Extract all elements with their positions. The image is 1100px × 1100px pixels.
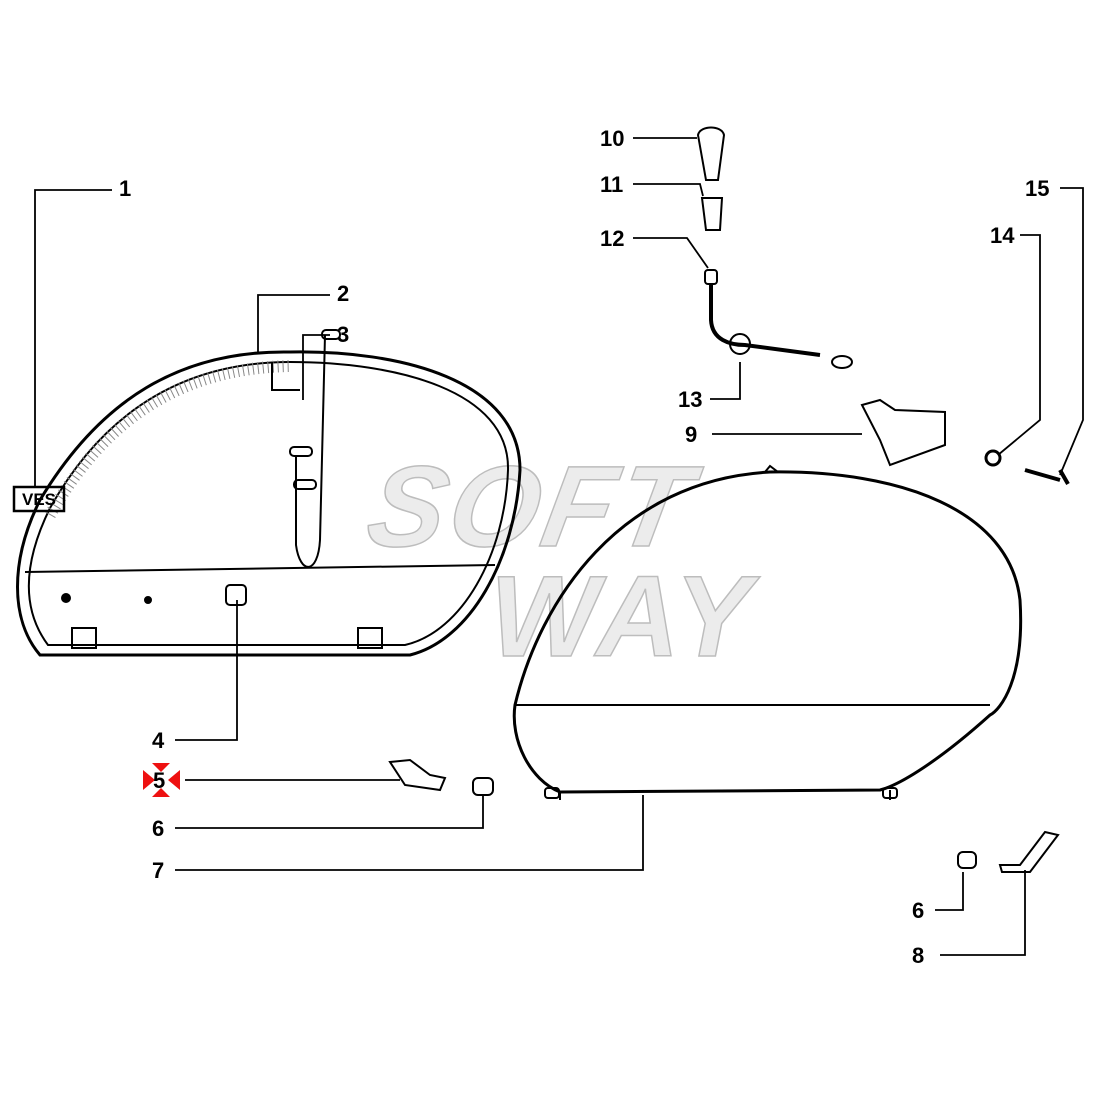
callout-10[interactable]: 10 [600,126,627,151]
callout-number: 2 [337,281,350,306]
callout-12[interactable]: 12 [600,226,627,251]
callout-6[interactable]: 6 [152,816,167,841]
emblem-text: VES [22,490,57,509]
callout-13[interactable]: 13 [678,387,705,412]
callout-8[interactable]: 8 [912,943,927,968]
callout-number: 9 [685,422,698,447]
washer-part-14 [984,449,1002,467]
callout-number: 7 [152,858,165,883]
callout-2[interactable]: 2 [337,281,352,306]
key-part-10 [696,126,726,181]
cable-part-13 [709,284,821,357]
leader-lines [34,137,1084,956]
callout-15[interactable]: 15 [1025,176,1052,201]
callout-number: 6 [152,816,165,841]
watermark-way: WAY [489,553,756,681]
callout-number: 8 [912,943,925,968]
callout-number: 6 [912,898,925,923]
grommet-part-6b [957,851,977,869]
callout-3[interactable]: 3 [337,322,352,347]
callout-number: 12 [600,226,625,251]
callout-number: 4 [152,728,165,753]
callout-number: 5 [153,768,166,793]
callout-9[interactable]: 9 [685,422,700,447]
callout-11[interactable]: 11 [600,172,626,197]
callout-number: 10 [600,126,625,151]
grommet-part-6 [472,777,494,796]
bracket-part-8 [998,830,1060,873]
callout-number: 1 [119,176,132,201]
callout-5[interactable]: 5 [153,768,168,793]
lock-part-11 [700,197,724,231]
callout-number: 15 [1025,176,1050,201]
callout-1[interactable]: 1 [119,176,134,201]
callout-number: 3 [337,322,350,347]
screw-part-15 [1024,468,1070,485]
right-side-panel [512,464,1023,800]
callout-6[interactable]: 6 [912,898,927,923]
selection-marker [143,763,180,797]
callout-number: 14 [990,223,1015,248]
callout-14[interactable]: 14 [990,223,1017,248]
callout-number: 13 [678,387,703,412]
latch-part-9 [860,398,946,467]
callout-7[interactable]: 7 [152,858,167,883]
bracket-part-5 [388,758,447,792]
callout-number: 11 [600,172,624,197]
nut-part-12 [704,269,718,285]
callout-4[interactable]: 4 [152,728,167,753]
left-side-panel [12,329,522,657]
